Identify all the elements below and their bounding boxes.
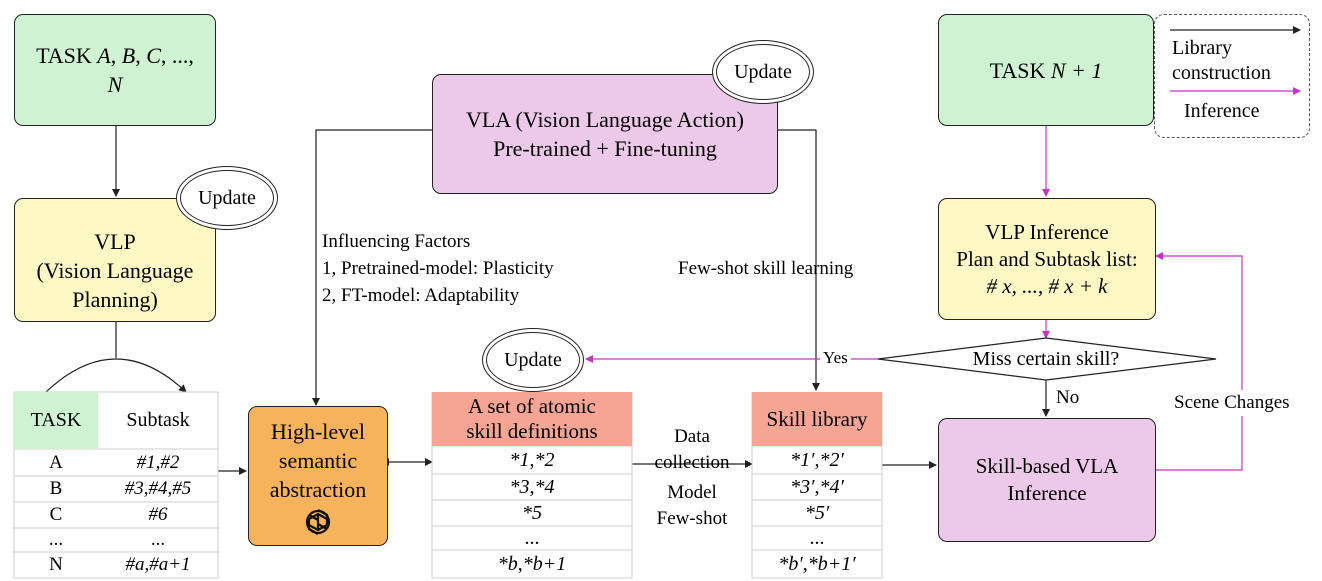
task-table-header-task: TASK: [14, 392, 98, 449]
library-row-3: *5′: [804, 501, 830, 524]
atomic-row-2: *3, *4: [509, 475, 555, 498]
legend-box: [1154, 14, 1310, 138]
library-row-1: *1′, *2′: [790, 448, 844, 471]
task-row-n-task: N: [49, 554, 63, 575]
task-table-header-subtask: Subtask: [126, 409, 190, 431]
task-a-to-n-box: TASK A, B, C, ..., N: [14, 14, 216, 126]
semantic-abstraction-box: High-level semantic abstraction: [248, 406, 388, 546]
data-collection-label: Data collection Model Few-shot: [654, 426, 730, 529]
atomic-row-4: ...: [524, 526, 540, 549]
vla-box: VLA (Vision Language Action) Pre-trained…: [432, 74, 778, 194]
vlp-update-badge: Update: [176, 166, 278, 230]
task-row-a-task: A: [49, 451, 63, 473]
atomic-update-badge: Update: [482, 328, 584, 392]
arrow-vla-to-semantic: [312, 129, 432, 406]
task-row-ellipsis-task: ...: [48, 529, 64, 550]
task-row-c-subtask: #6: [148, 504, 168, 525]
atomic-skill-header: A set of atomic skill definitions: [432, 392, 632, 446]
task-row-n-subtask: #a, #a+1: [125, 554, 191, 575]
library-row-2: *3′, *4′: [790, 475, 844, 498]
scene-changes-label: Scene Changes: [1172, 390, 1292, 416]
skill-based-vla-box: Skill-based VLA Inference: [938, 418, 1156, 542]
influencing-factors: Influencing Factors 1, Pretrained-model:…: [322, 231, 554, 306]
legend-construction-label: Library construction: [1172, 37, 1271, 84]
decision-diamond: [877, 337, 1217, 381]
vla-update-badge: Update: [712, 40, 814, 104]
skill-library-header: Skill library: [752, 392, 882, 446]
task-row-b-subtask: #3, #4, #5: [124, 478, 192, 499]
library-row-5: *b′, *b+1′: [778, 552, 856, 575]
openai-logo-icon: [305, 509, 331, 535]
arrow-vlp-to-table: [45, 358, 187, 393]
vlp-inference-box: VLP Inference Plan and Subtask list: # x…: [938, 198, 1156, 320]
task-n-plus-1-box: TASK N + 1: [938, 14, 1154, 126]
task-row-c-task: C: [49, 504, 63, 525]
task-table-grid: [13, 391, 883, 579]
atomic-row-1: *1, *2: [509, 448, 555, 471]
few-shot-skill-learning-label: Few-shot skill learning: [678, 258, 854, 279]
decision-yes-label: Yes: [820, 345, 851, 371]
task-row-ellipsis-subtask: ...: [150, 529, 166, 550]
atomic-row-5: *b, *b+1: [497, 552, 567, 575]
atomic-row-3: *5: [522, 501, 542, 524]
task-row-a-subtask: #1, #2: [136, 451, 180, 473]
arrow-vla-to-library: [778, 129, 820, 391]
decision-no-label: No: [1056, 387, 1080, 408]
library-row-4: ...: [809, 526, 825, 549]
legend-inference-label: Inference: [1184, 100, 1260, 122]
decision-text: Miss certain skill?: [972, 348, 1120, 370]
vlp-box: VLP (Vision Language Planning): [14, 198, 216, 322]
task-row-b-task: B: [49, 478, 63, 499]
arrow-scene-changes: [1155, 252, 1243, 471]
